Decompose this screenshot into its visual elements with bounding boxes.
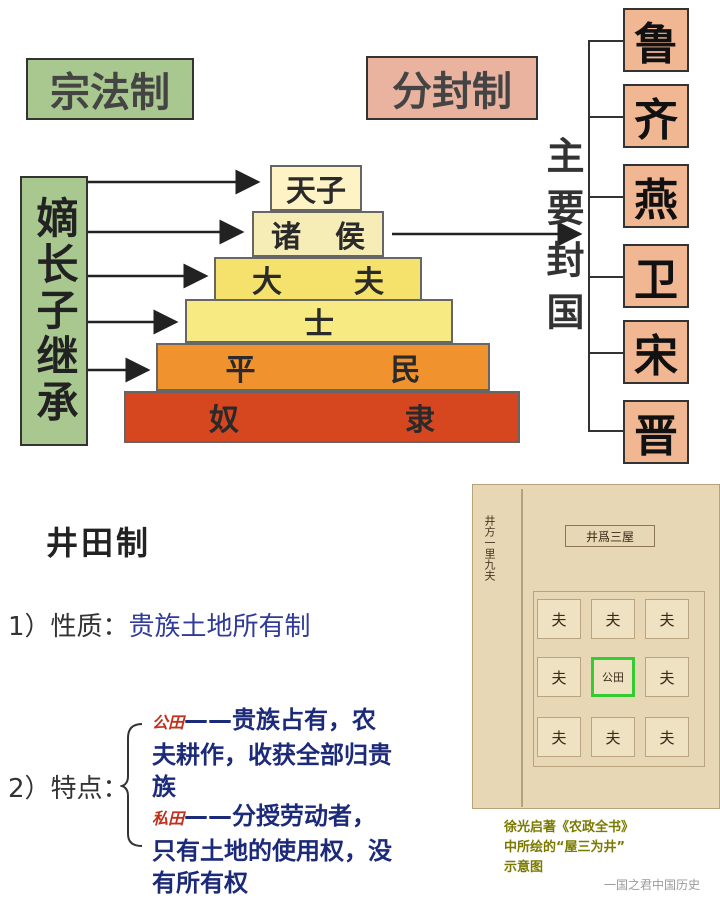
tier-zhuhou-right: 侯 xyxy=(335,220,365,255)
bracket-tick-3 xyxy=(588,196,623,198)
jingtian-title: 井田制 xyxy=(46,524,152,562)
grid-cell-6: 夫 xyxy=(645,657,689,697)
private-line-1: 分授劳动者， xyxy=(232,802,377,830)
inheritance-label-box: 嫡长子继承 xyxy=(20,176,88,446)
book-side-text: 井方一里九夫 xyxy=(483,515,496,581)
state-song: 宋 xyxy=(623,320,689,384)
grid-cell-2: 夫 xyxy=(591,599,635,639)
tier-nuli-left: 奴 xyxy=(209,403,239,438)
fenfeng-label: 分封制 xyxy=(366,56,538,120)
book-page-divider xyxy=(521,489,523,807)
grid-cell-3: 夫 xyxy=(645,599,689,639)
tier-dafu: 大 夫 xyxy=(214,257,422,301)
grid-cell-4: 夫 xyxy=(537,657,581,697)
features-prefix: 2）特点： xyxy=(8,774,129,804)
public-line-2: 夫耕作，收获全部归贵 xyxy=(152,741,392,769)
state-yan: 燕 xyxy=(623,164,689,228)
book-grid-frame xyxy=(533,591,705,767)
private-field-block: 私田——分授劳动者， 只有土地的使用权，没 有所有权 xyxy=(152,800,452,899)
main-fief-label: 主要封国 xyxy=(540,136,585,344)
private-line-3: 有所有权 xyxy=(152,869,248,897)
tier-nuli: 奴 隶 xyxy=(124,391,520,443)
tier-dafu-left: 大 xyxy=(252,265,282,300)
caption-line-3: 示意图 xyxy=(504,860,544,875)
public-field-block: 公田——贵族占有，农 夫耕作，收获全部归贵 族 xyxy=(152,704,452,803)
public-line-3: 族 xyxy=(152,773,176,801)
arrows-layer xyxy=(88,169,583,383)
tier-pingmin: 平 民 xyxy=(156,343,490,391)
bracket-tick-6 xyxy=(588,430,623,432)
bracket-vertical xyxy=(588,40,590,430)
caption-line-1: 徐光启著《农政全书》 xyxy=(504,820,635,835)
private-field-tag: 私田 xyxy=(152,809,185,828)
zongfa-label: 宗法制 xyxy=(26,58,194,120)
private-line-2: 只有土地的使用权，没 xyxy=(152,837,392,865)
tier-pingmin-left: 平 xyxy=(225,353,256,388)
bracket-tick-2 xyxy=(588,116,623,118)
bracket-tick-5 xyxy=(588,352,623,354)
state-jin: 晋 xyxy=(623,400,689,464)
tier-dafu-right: 夫 xyxy=(354,265,384,300)
grid-cell-7: 夫 xyxy=(537,717,581,757)
inheritance-label: 嫡长子继承 xyxy=(30,196,79,426)
tier-tianzi-label: 天子 xyxy=(286,174,346,209)
tier-zhuhou: 诸 侯 xyxy=(252,211,384,257)
tier-nuli-right: 隶 xyxy=(405,403,435,438)
public-field-tag: 公田 xyxy=(152,713,185,732)
state-qi: 齐 xyxy=(623,84,689,148)
grid-cell-9: 夫 xyxy=(645,717,689,757)
public-field-dash: —— xyxy=(184,706,233,734)
nature-row: 1）性质：贵族土地所有制 xyxy=(8,606,311,643)
state-wei: 卫 xyxy=(623,244,689,308)
tier-tianzi: 天子 xyxy=(270,165,362,211)
nature-value: 贵族土地所有制 xyxy=(128,612,311,642)
public-line-1: 贵族占有，农 xyxy=(232,706,377,734)
grid-cell-public: 公田 xyxy=(591,657,635,697)
tier-pingmin-right: 民 xyxy=(390,353,421,388)
book-header: 井爲三屋 xyxy=(565,525,655,547)
nongzheng-book-image: 井方一里九夫 井爲三屋 夫 夫 夫 夫 公田 夫 夫 夫 夫 xyxy=(472,484,720,809)
nature-prefix: 1）性质： xyxy=(8,612,129,642)
grid-cell-8: 夫 xyxy=(591,717,635,757)
tier-shi: 士 xyxy=(185,299,453,343)
tier-zhuhou-left: 诸 xyxy=(271,220,301,255)
bracket-tick-4 xyxy=(588,276,623,278)
features-brace xyxy=(120,723,143,847)
watermark: 一国之君中国历史 xyxy=(604,878,701,892)
bracket-tick-1 xyxy=(588,40,623,42)
state-lu: 鲁 xyxy=(623,8,689,72)
grid-cell-1: 夫 xyxy=(537,599,581,639)
private-field-dash: —— xyxy=(184,802,233,830)
tier-shi-label: 士 xyxy=(304,307,334,342)
book-caption: 徐光启著《农政全书》 中所绘的“屋三为井” 示意图 xyxy=(504,818,714,878)
caption-line-2: 中所绘的“屋三为井” xyxy=(504,840,626,855)
